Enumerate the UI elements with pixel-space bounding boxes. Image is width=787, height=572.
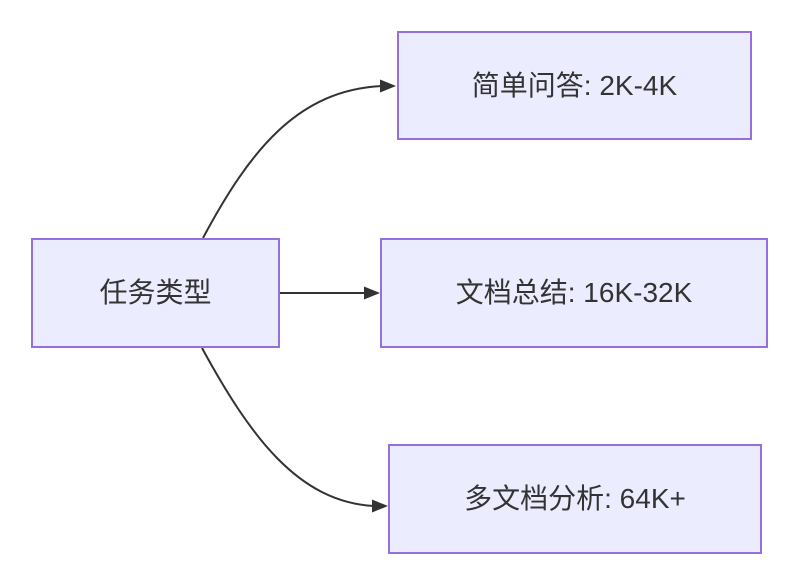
edge-task-type-to-simple-qa xyxy=(202,85,383,239)
node-simple-qa: 简单问答: 2K-4K xyxy=(397,31,752,140)
node-doc-summary: 文档总结: 16K-32K xyxy=(380,238,768,348)
node-multi-doc-analysis: 多文档分析: 64K+ xyxy=(388,444,762,554)
arrowhead-simple-qa xyxy=(380,79,396,93)
arrowhead-multi-doc-analysis xyxy=(372,499,388,513)
node-multi-doc-analysis-label: 多文档分析: 64K+ xyxy=(464,483,686,514)
node-simple-qa-label: 简单问答: 2K-4K xyxy=(471,69,678,101)
edge-task-type-to-multi-doc-analysis xyxy=(201,347,375,507)
node-task-type-label: 任务类型 xyxy=(99,277,212,308)
arrowhead-doc-summary xyxy=(364,286,380,300)
node-doc-summary-label: 文档总结: 16K-32K xyxy=(455,277,693,308)
node-task-type: 任务类型 xyxy=(31,238,280,348)
